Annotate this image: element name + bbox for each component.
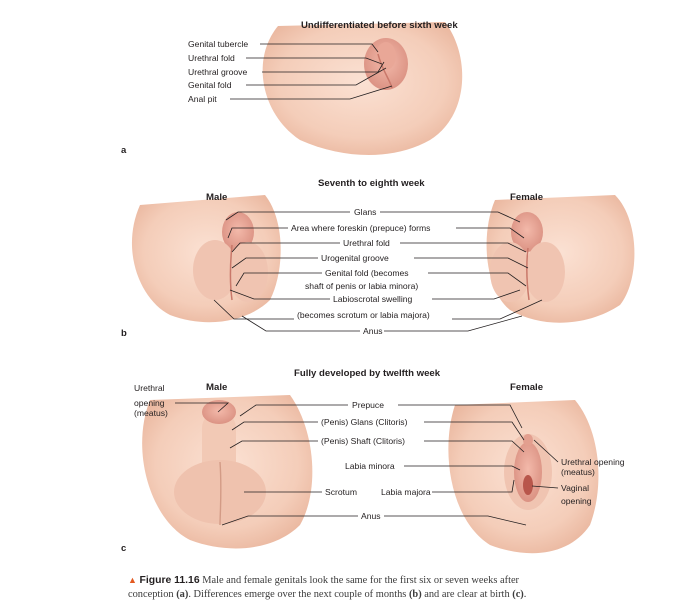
label-genital-fold-b-line1: Genital fold (becomes <box>325 268 409 278</box>
panel-letter-a: a <box>121 145 127 156</box>
panel-letter-c: c <box>121 543 127 554</box>
label-foreskin-area: Area where foreskin (prepuce) forms <box>291 223 431 233</box>
panel-b-title: Seventh to eighth week <box>318 178 425 189</box>
label-urethral-opening-left-2: opening <box>134 398 165 408</box>
leader-lines <box>175 43 559 526</box>
label-urethral-fold: Urethral fold <box>188 53 235 63</box>
label-vaginal-opening-1: Vaginal <box>561 483 590 493</box>
panel-c-title: Fully developed by twelfth week <box>294 368 441 379</box>
label-urethral-opening-left-1: Urethral <box>134 383 165 393</box>
label-prepuce: Prepuce <box>352 400 385 410</box>
label-labia-majora: Labia majora <box>381 487 431 497</box>
label-genital-fold: Genital fold <box>188 80 232 90</box>
panel-b-male-heading: Male <box>206 192 228 203</box>
label-anus-c: Anus <box>361 511 381 521</box>
label-urethral-fold-b: Urethral fold <box>343 238 390 248</box>
label-urethral-opening-right-1: Urethral opening <box>561 457 625 467</box>
caption-line2-d: . <box>523 588 527 600</box>
label-glans-c: (Penis) Glans (Clitoris) <box>321 417 408 427</box>
panel-b-female-illustration <box>486 195 635 323</box>
label-labioscrotal-line2: (becomes scrotum or labia majora) <box>297 310 430 320</box>
panel-c-male-illustration <box>142 395 313 549</box>
label-genital-tubercle: Genital tubercle <box>188 39 249 49</box>
label-vaginal-opening-2: opening <box>561 496 592 506</box>
panel-b-female-heading: Female <box>510 192 544 203</box>
panel-c-female-heading: Female <box>510 382 544 393</box>
figure-label: Figure 11.16 <box>139 575 200 586</box>
figure-caption: ▲ Figure 11.16 Male and female genitals … <box>128 574 688 601</box>
label-shaft-c: (Penis) Shaft (Clitoris) <box>321 436 406 446</box>
label-urethral-opening-right-2: (meatus) <box>561 467 595 477</box>
label-anal-pit: Anal pit <box>188 94 217 104</box>
caption-line2-c: and are clear at birth <box>421 588 513 600</box>
label-scrotum: Scrotum <box>325 487 357 497</box>
triangle-icon: ▲ <box>128 575 137 585</box>
caption-ref-b: (b) <box>408 588 422 600</box>
label-glans: Glans <box>354 207 377 217</box>
label-urogenital-groove: Urogenital groove <box>321 253 389 263</box>
label-genital-fold-b-line2: shaft of penis or labia minora) <box>305 281 419 291</box>
panel-b-male-illustration <box>131 195 281 323</box>
panel-a-illustration <box>262 22 463 155</box>
panel-a-title: Undifferentiated before sixth week <box>301 20 458 31</box>
caption-line2-b: . Differences emerge over the next coupl… <box>188 588 409 600</box>
label-labioscrotal-line1: Labioscrotal swelling <box>333 294 413 304</box>
label-urethral-opening-left-3: (meatus) <box>134 408 168 418</box>
caption-line2-a: conception <box>128 588 177 600</box>
panel-c-female-illustration <box>448 400 599 554</box>
panel-c-male-heading: Male <box>206 382 228 393</box>
label-anus-b: Anus <box>363 326 383 336</box>
panel-letter-b: b <box>121 328 127 339</box>
caption-ref-a: (a) <box>176 588 189 600</box>
label-labia-minora: Labia minora <box>345 461 395 471</box>
label-urethral-groove: Urethral groove <box>188 67 248 77</box>
caption-ref-c: (c) <box>512 588 524 600</box>
caption-line1: Male and female genitals look the same f… <box>202 575 520 586</box>
